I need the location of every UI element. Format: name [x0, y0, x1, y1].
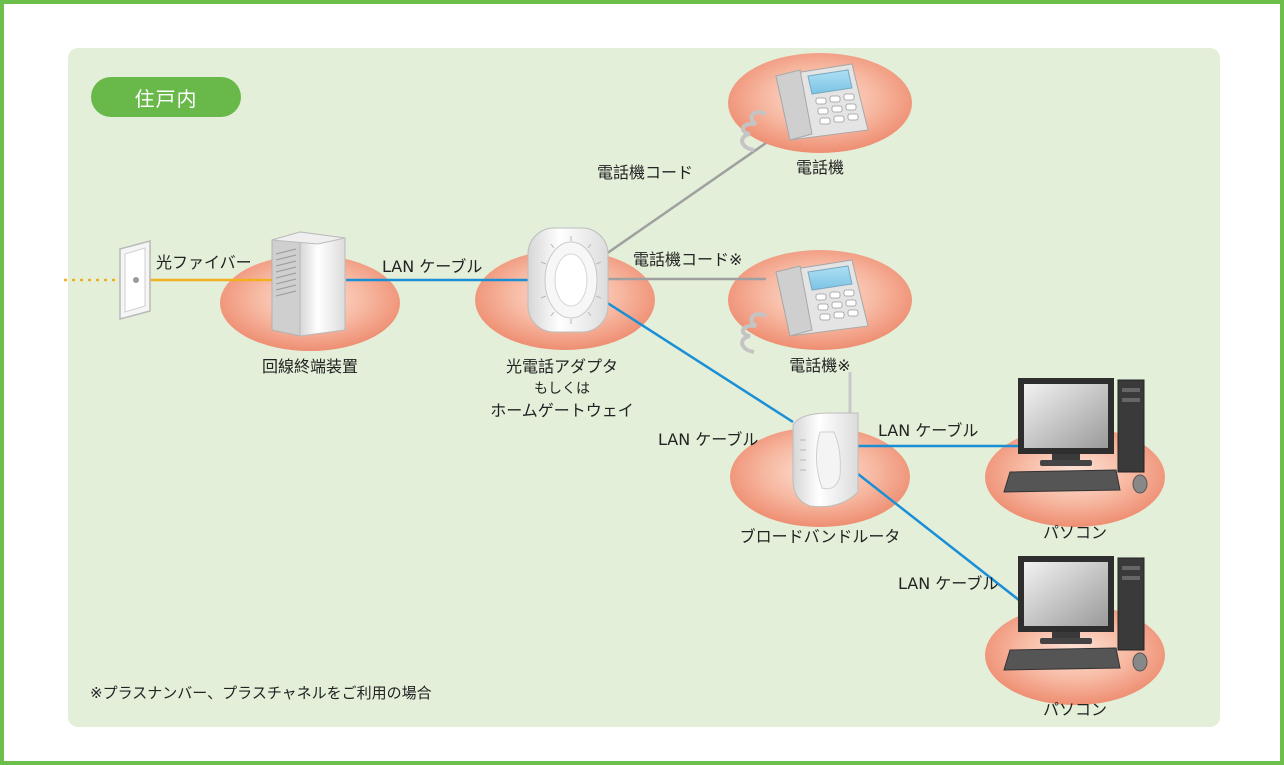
lan-cable-label-2: LAN ケーブル	[658, 430, 759, 449]
phone-cord-label-2: 電話機コード※	[633, 250, 743, 269]
router-label: ブロードバンドルータ	[739, 527, 901, 546]
area-label-pill: 住戸内	[91, 77, 241, 117]
lan-cable-router-pc2	[857, 473, 1025, 605]
phone-1-label: 電話機	[795, 158, 845, 177]
pc-1-device	[1003, 378, 1148, 494]
adapter-or-label: もしくは	[534, 381, 590, 397]
phone-2-device	[740, 259, 869, 354]
pc-1-label: パソコン	[1042, 523, 1108, 542]
router-device	[792, 372, 859, 508]
phone-cord-label-1: 電話機コード	[597, 163, 694, 182]
hgw-label: ホームゲートウェイ	[490, 401, 634, 420]
fiber-label: 光ファイバー	[156, 253, 252, 272]
lan-cable-label-1: LAN ケーブル	[382, 257, 483, 276]
lan-cable-label-4: LAN ケーブル	[898, 574, 999, 593]
ont-device	[271, 231, 346, 337]
phone-2-label: 電話機※	[789, 356, 851, 375]
footnote: ※プラスナンバー、プラスチャネルをご利用の場合	[90, 684, 432, 702]
phone-1-device	[740, 63, 869, 152]
adapter-label: 光電話アダプタ	[505, 357, 619, 376]
phone-cord-1	[605, 141, 767, 256]
ont-label: 回線終端装置	[261, 357, 359, 376]
wall-outlet	[119, 240, 151, 320]
adapter-device	[527, 227, 609, 333]
pc-2-label: パソコン	[1042, 700, 1108, 719]
lan-cable-adapter-router	[605, 300, 794, 424]
pc-2-device	[1003, 556, 1148, 672]
lan-cable-label-3: LAN ケーブル	[878, 421, 979, 440]
